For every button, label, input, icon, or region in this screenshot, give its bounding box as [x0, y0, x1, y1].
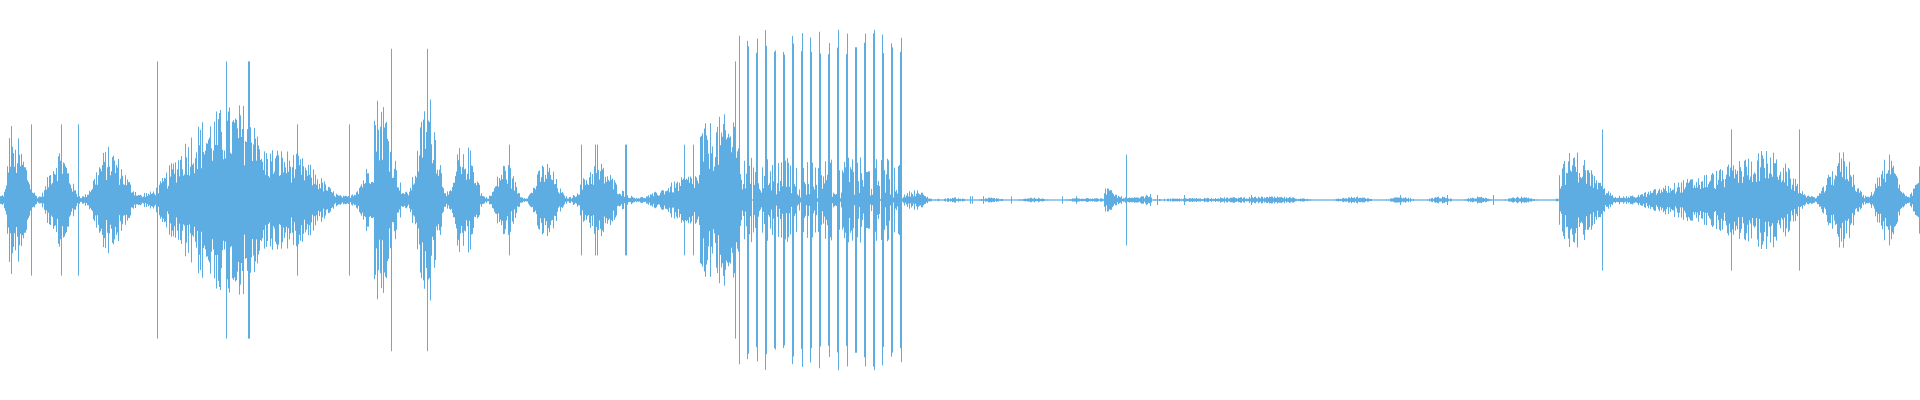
waveform-bars — [0, 29, 1920, 371]
waveform-path — [0, 29, 1920, 371]
